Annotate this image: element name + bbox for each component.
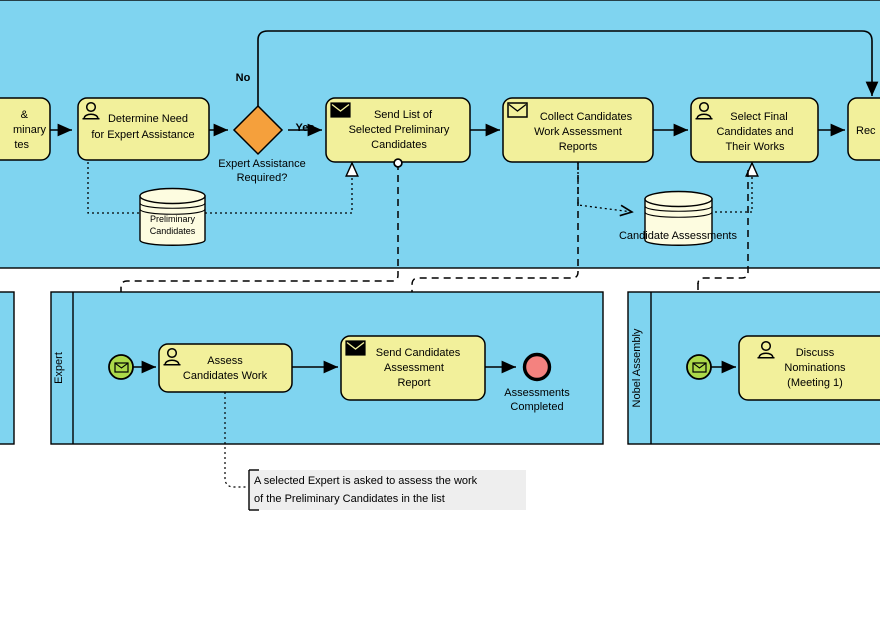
user-task-icon: [163, 347, 181, 366]
annotation-association: [224, 392, 249, 488]
task-label-line1: Rec: [856, 125, 876, 137]
task-send-candidates-assessment-report[interactable]: Send Candidates Assessment Report: [340, 335, 486, 401]
task-label-line1: &: [21, 109, 29, 121]
task-label-line1: Send List of: [374, 109, 433, 121]
task-label-line2: Nominations: [784, 362, 846, 374]
datastore-preliminary-candidates[interactable]: Preliminary Candidates: [139, 187, 206, 246]
task-label-line2: Candidates and: [716, 126, 793, 138]
datastore-label-line1: Preliminary: [150, 214, 196, 224]
lane-label-nobel-assembly: Nobel Assembly: [631, 328, 643, 407]
user-task-icon: [695, 101, 713, 120]
task-label-line3: Their Works: [725, 141, 785, 153]
task-label-line3: Reports: [559, 141, 598, 153]
task-label-line3: Report: [397, 377, 430, 389]
task-label-line1: Determine Need: [108, 113, 188, 125]
event-nobel-message-start[interactable]: [686, 354, 712, 380]
task-preliminary-candidates-clipped[interactable]: & minary tes: [0, 97, 51, 161]
task-label-line2: Work Assessment: [534, 126, 622, 138]
user-task-icon: [82, 101, 100, 120]
flow-label-yes: Yes: [296, 122, 315, 134]
task-label-line1: Collect Candidates: [540, 111, 633, 123]
task-collect-candidates-work-assessment-reports[interactable]: Collect Candidates Work Assessment Repor…: [502, 97, 654, 163]
datastore-candidate-assessments[interactable]: Candidate Assessments: [619, 190, 738, 246]
sequence-flows-top: [50, 30, 879, 137]
annotation-line1: A selected Expert is asked to assess the…: [254, 475, 478, 487]
task-label-line1: Select Final: [730, 111, 787, 123]
event-expert-message-start[interactable]: [108, 354, 134, 380]
text-annotation-expert-assess: A selected Expert is asked to assess the…: [248, 469, 526, 511]
task-label-line2: Candidates Work: [183, 370, 268, 382]
task-label-line3: tes: [14, 139, 29, 151]
task-label-line2: Selected Preliminary: [349, 124, 450, 136]
task-label-line1: Assess: [207, 355, 243, 367]
lane-label-expert: Expert: [53, 352, 65, 384]
task-send-list-of-selected-preliminary-candidates[interactable]: Send List of Selected Preliminary Candid…: [325, 97, 471, 163]
datastore-label-line2: Candidates: [150, 226, 196, 236]
gateway-label-line2: Required?: [237, 172, 288, 184]
flow-label-no: No: [236, 72, 251, 84]
annotation-line2: of the Preliminary Candidates in the lis…: [254, 493, 445, 505]
pool-left-fragment: [0, 291, 15, 445]
gateway-label-line1: Expert Assistance: [218, 158, 305, 170]
datastore-label: Candidate Assessments: [619, 230, 738, 242]
task-assess-candidates-work[interactable]: Assess Candidates Work: [158, 343, 293, 393]
user-task-icon: [757, 340, 775, 359]
send-task-icon: [345, 340, 366, 356]
task-discuss-nominations-meeting-1[interactable]: Discuss Nominations (Meeting 1): [738, 335, 880, 401]
receive-task-icon: [507, 102, 528, 118]
send-task-icon: [330, 102, 351, 118]
task-label-line2: for Expert Assistance: [91, 129, 194, 141]
task-determine-need-for-expert-assistance[interactable]: Determine Need for Expert Assistance: [77, 97, 210, 161]
task-select-final-candidates-and-their-works[interactable]: Select Final Candidates and Their Works: [690, 97, 819, 163]
task-label-line3: Candidates: [371, 139, 427, 151]
end-event-label-line2: Completed: [510, 401, 563, 413]
task-label-line2: minary: [13, 124, 47, 136]
end-event-label-line1: Assessments: [504, 387, 570, 399]
event-assessments-completed[interactable]: Assessments Completed: [504, 352, 570, 414]
task-rec-clipped[interactable]: Rec: [847, 97, 880, 161]
task-label-line1: Send Candidates: [376, 347, 461, 359]
task-label-line1: Discuss: [796, 347, 835, 359]
task-label-line2: Assessment: [384, 362, 444, 374]
task-label-line3: (Meeting 1): [787, 377, 843, 389]
